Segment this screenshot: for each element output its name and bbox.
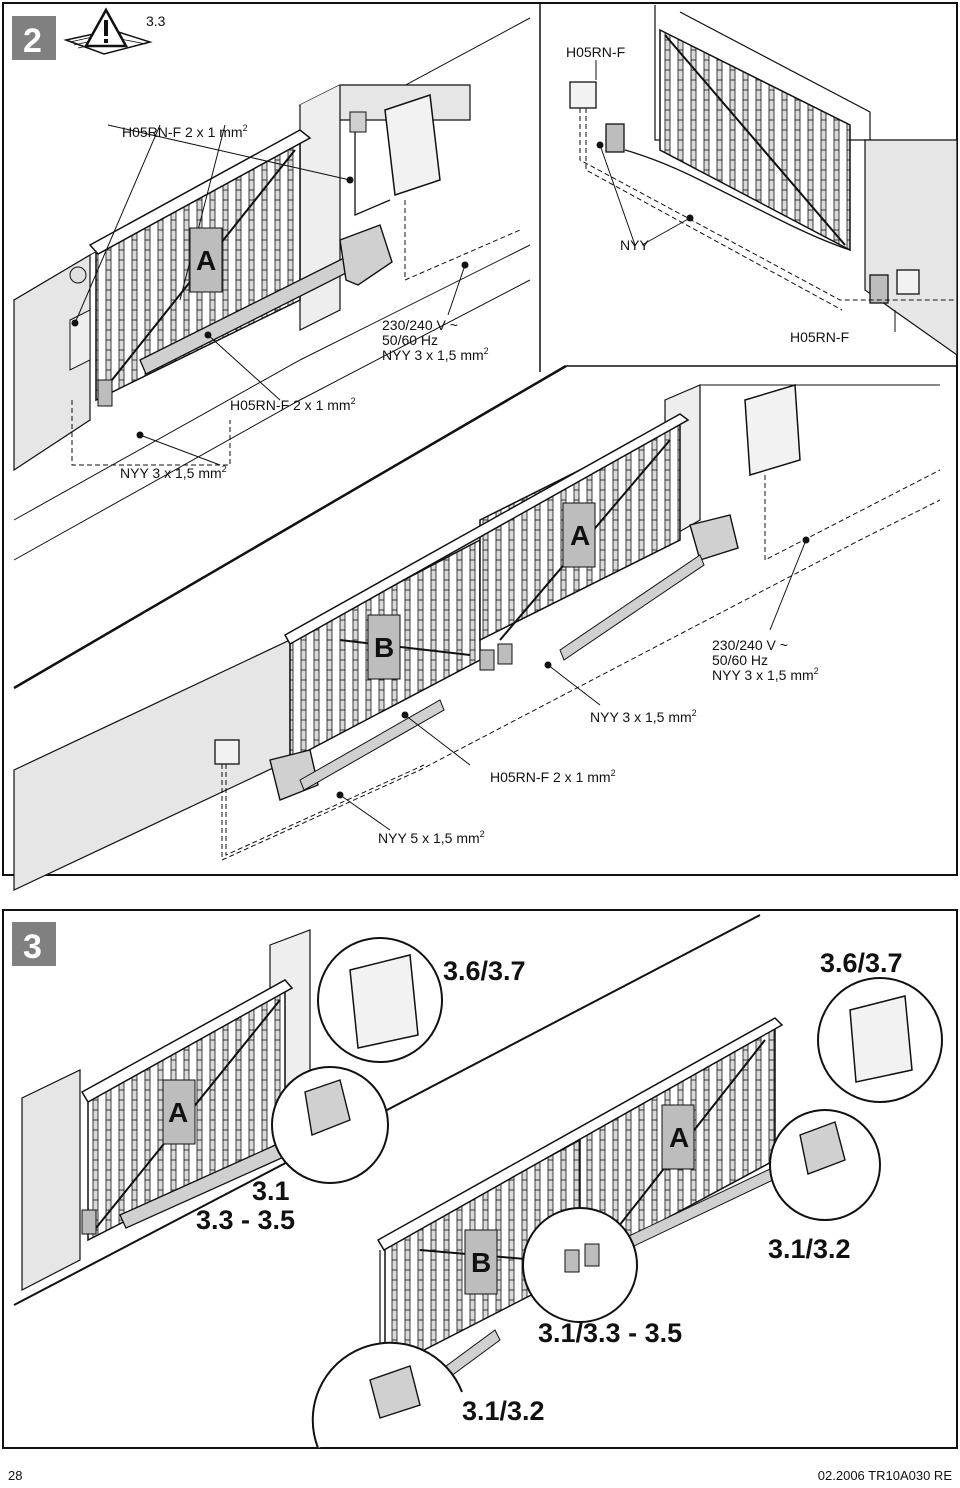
b-gate-letter-left: B — [374, 632, 394, 663]
s3-motor-label-2: 3.3 - 3.5 — [196, 1205, 295, 1235]
b-gate-letter-right: A — [570, 520, 590, 551]
section-3-badge: 3 — [12, 922, 56, 966]
tr-top-label: H05RN-F — [566, 44, 625, 60]
section-3-labels: 3.6/3.7 3.6/3.7 3.1 3.3 - 3.5 3.1/3.2 3.… — [196, 948, 903, 1426]
b-nyy3-label: NYY 3 x 1,5 mm2 — [590, 708, 697, 725]
s3-gate-letter-tl: A — [168, 1097, 188, 1128]
section-2-labels: H05RN-F 2 x 1 mm2 230/240 V ~ 50/60 Hz N… — [120, 44, 849, 846]
ref-label: 3.3 — [146, 13, 166, 29]
section-3-number: 3 — [23, 928, 42, 966]
s3-tl-box-label: 3.6/3.7 — [443, 956, 526, 986]
bottom-scene: B A — [13, 384, 941, 891]
s3-gate-letter-left: B — [471, 1247, 491, 1278]
b-nyy5-label: NYY 5 x 1,5 mm2 — [378, 829, 485, 846]
s3-mid-label: 3.1/3.3 - 3.5 — [538, 1318, 682, 1348]
tl-scene: A — [13, 17, 531, 561]
tl-power-line1: 230/240 V ~ — [382, 317, 458, 333]
s3-motor-label-1: 3.1 — [252, 1176, 290, 1206]
tl-mid-cable-label: H05RN-F 2 x 1 mm2 — [230, 396, 356, 413]
section-2-frame — [2, 2, 958, 876]
section-2-number: 2 — [23, 22, 42, 60]
s3-right-motor-label: 3.1/3.2 — [768, 1234, 851, 1264]
b-power-line2: 50/60 Hz — [712, 652, 768, 668]
s3-detail-circles — [271, 937, 943, 1449]
b-h05-label: H05RN-F 2 x 1 mm2 — [490, 768, 616, 785]
tl-power-line3: NYY 3 x 1,5 mm2 — [382, 346, 489, 363]
tr-bottom-label: H05RN-F — [790, 329, 849, 345]
b-power-line3: NYY 3 x 1,5 mm2 — [712, 666, 819, 683]
tr-scene — [569, 5, 958, 357]
page-number: 28 — [8, 1468, 23, 1483]
tl-bottom-cable-label: NYY 3 x 1,5 mm2 — [120, 464, 227, 481]
section-2-badge: 2 — [12, 16, 56, 60]
tl-gate-letter: A — [196, 245, 216, 276]
tl-top-cable-label: H05RN-F 2 x 1 mm2 — [122, 123, 248, 140]
b-power-line1: 230/240 V ~ — [712, 637, 788, 653]
s3-bottom-label: 3.1/3.2 — [462, 1396, 545, 1426]
document-code: 02.2006 TR10A030 RE — [817, 1468, 952, 1483]
s3-gate-letter-right: A — [669, 1122, 689, 1153]
tl-power-line2: 50/60 Hz — [382, 332, 438, 348]
s3-tr-box-label: 3.6/3.7 — [820, 948, 903, 978]
manual-warning-icon — [63, 7, 153, 55]
tr-mid-label: NYY — [620, 237, 649, 253]
